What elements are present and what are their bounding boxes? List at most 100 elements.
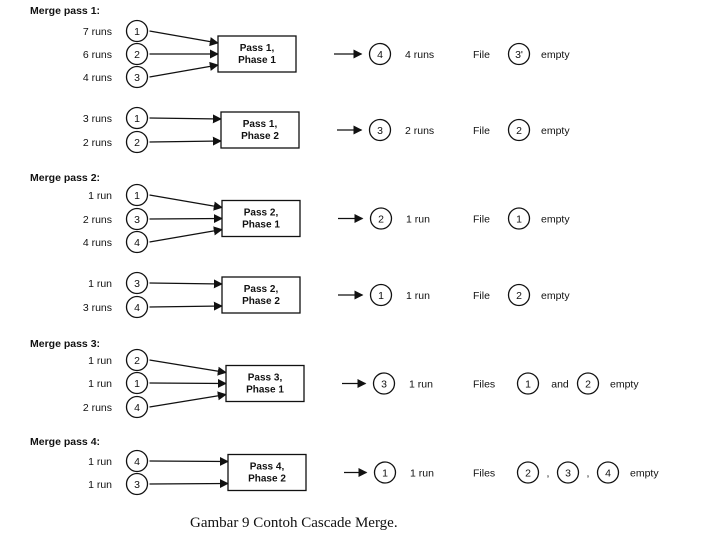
empty-file-circle bbox=[516, 461, 540, 484]
result-suffix: empty bbox=[610, 379, 639, 391]
input-file-number: 2 bbox=[134, 137, 140, 149]
input-arrow bbox=[149, 114, 222, 124]
result-prefix: Files bbox=[473, 468, 495, 480]
input-run-count: 1 run bbox=[88, 190, 112, 202]
input-file-number: 3 bbox=[134, 214, 140, 226]
input-file-number: 3 bbox=[134, 72, 140, 84]
phase-box bbox=[221, 276, 301, 314]
file-circle bbox=[125, 295, 149, 319]
file-circle bbox=[125, 371, 149, 395]
input-run-count: 2 runs bbox=[83, 402, 112, 414]
merge-pass-header: Merge pass 2: bbox=[30, 172, 100, 184]
phase-box-line-2: Phase 1 bbox=[242, 220, 280, 231]
input-arrow bbox=[149, 214, 223, 224]
phase-box bbox=[225, 364, 305, 403]
output-file-number: 3 bbox=[381, 379, 387, 391]
input-run-count: 1 run bbox=[88, 278, 112, 290]
empty-file-number: 4 bbox=[605, 468, 611, 480]
empty-file-circle bbox=[507, 118, 531, 142]
result-prefix: File bbox=[473, 125, 490, 137]
input-run-count: 6 runs bbox=[83, 49, 112, 61]
input-run-count: 2 runs bbox=[83, 137, 112, 149]
file-circle bbox=[125, 106, 149, 130]
file-circle bbox=[125, 130, 149, 154]
input-file-number: 4 bbox=[134, 456, 140, 468]
input-run-count: 2 runs bbox=[83, 214, 112, 226]
result-suffix: empty bbox=[630, 468, 659, 480]
input-run-count: 3 runs bbox=[83, 302, 112, 314]
input-arrow bbox=[149, 301, 223, 311]
phase-box bbox=[220, 111, 300, 149]
input-run-count: 4 runs bbox=[83, 237, 112, 249]
input-file-number: 3 bbox=[134, 278, 140, 290]
phase-box bbox=[227, 453, 307, 492]
output-run-count: 1 run bbox=[406, 214, 430, 226]
empty-file-number: 3' bbox=[515, 49, 523, 61]
input-arrow bbox=[149, 391, 227, 408]
file-circle bbox=[125, 19, 149, 43]
result-suffix: empty bbox=[541, 214, 570, 226]
output-run-count: 4 runs bbox=[405, 49, 434, 61]
input-file-number: 4 bbox=[134, 402, 140, 414]
input-arrow bbox=[149, 279, 223, 289]
input-run-count: 7 runs bbox=[83, 26, 112, 38]
output-run-count: 2 runs bbox=[405, 125, 434, 137]
output-file-circle bbox=[369, 283, 393, 307]
empty-file-circle bbox=[576, 372, 600, 395]
empty-file-circle bbox=[507, 207, 531, 230]
file-circle bbox=[125, 348, 149, 372]
input-run-count: 3 runs bbox=[83, 113, 112, 125]
output-file-number: 4 bbox=[377, 49, 383, 61]
phase-box-line-2: Phase 2 bbox=[248, 474, 286, 485]
file-circle bbox=[125, 207, 149, 231]
result-prefix: File bbox=[473, 49, 490, 61]
output-file-number: 2 bbox=[378, 214, 384, 226]
input-arrow bbox=[149, 456, 229, 466]
output-run-count: 1 run bbox=[409, 379, 433, 391]
file-circle bbox=[125, 183, 149, 207]
empty-file-number: 2 bbox=[516, 125, 522, 137]
input-file-number: 1 bbox=[134, 113, 140, 125]
merge-pass-header: Merge pass 3: bbox=[30, 338, 100, 350]
input-file-number: 2 bbox=[134, 355, 140, 367]
phase-box-line-2: Phase 2 bbox=[241, 131, 279, 142]
input-arrow bbox=[149, 378, 227, 388]
phase-box-line-2: Phase 1 bbox=[238, 55, 276, 66]
empty-file-number: 2 bbox=[585, 379, 591, 391]
result-separator: and bbox=[551, 379, 569, 391]
result-separator: , bbox=[547, 468, 550, 480]
output-run-count: 1 run bbox=[406, 290, 430, 302]
result-suffix: empty bbox=[541, 290, 570, 302]
merge-pass-header: Merge pass 4: bbox=[30, 436, 100, 448]
input-file-number: 1 bbox=[134, 190, 140, 202]
output-file-circle bbox=[373, 461, 397, 484]
empty-file-number: 1 bbox=[516, 214, 522, 226]
input-arrow bbox=[149, 194, 223, 211]
input-run-count: 4 runs bbox=[83, 72, 112, 84]
empty-file-number: 2 bbox=[516, 290, 522, 302]
result-suffix: empty bbox=[541, 125, 570, 137]
empty-file-circle bbox=[556, 461, 580, 484]
result-separator: , bbox=[587, 468, 590, 480]
input-run-count: 1 run bbox=[88, 378, 112, 390]
output-file-circle bbox=[368, 118, 392, 142]
phase-box-line-2: Phase 2 bbox=[242, 296, 280, 307]
input-arrow bbox=[149, 479, 229, 489]
empty-file-number: 3 bbox=[565, 468, 571, 480]
input-run-count: 1 run bbox=[88, 355, 112, 367]
phase-box-line-2: Phase 1 bbox=[246, 385, 284, 396]
file-circle bbox=[125, 449, 149, 473]
input-arrow bbox=[149, 136, 222, 146]
phase-box bbox=[221, 199, 301, 238]
phase-box-line-1: Pass 2, bbox=[244, 284, 279, 295]
phase-box-line-1: Pass 1, bbox=[243, 119, 278, 130]
result-prefix: File bbox=[473, 214, 490, 226]
file-circle bbox=[125, 472, 149, 496]
input-run-count: 1 run bbox=[88, 456, 112, 468]
input-arrow bbox=[149, 61, 219, 78]
empty-file-circle bbox=[507, 283, 531, 307]
output-file-number: 1 bbox=[378, 290, 384, 302]
input-arrow bbox=[149, 359, 227, 376]
result-prefix: Files bbox=[473, 379, 495, 391]
